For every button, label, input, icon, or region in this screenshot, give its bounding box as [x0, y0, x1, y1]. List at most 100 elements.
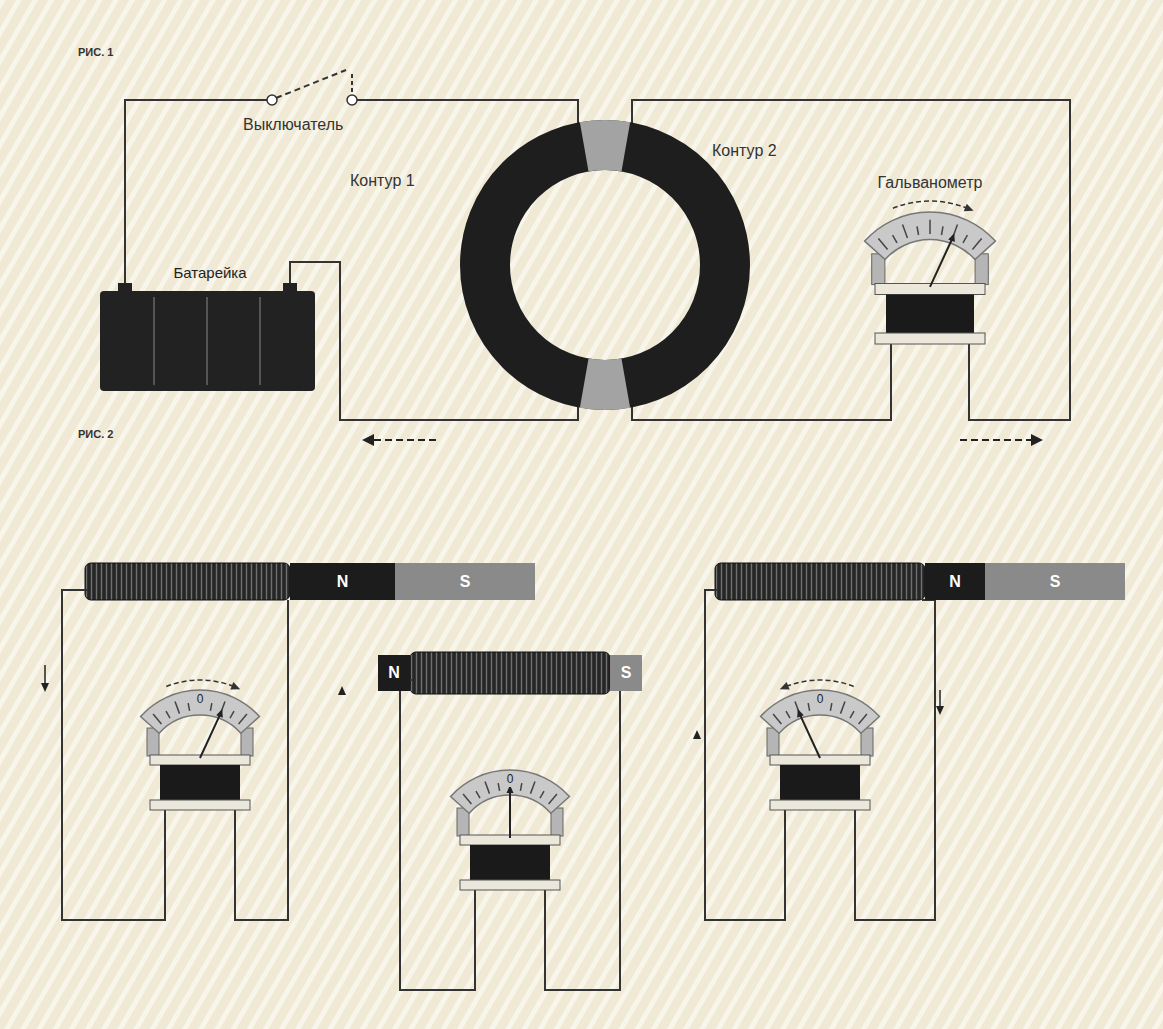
- arrowhead: [797, 709, 804, 718]
- gauge-tick: [166, 711, 170, 718]
- gauge-tick: [903, 225, 908, 238]
- switch-symbol: [267, 70, 357, 105]
- switch-lever: [276, 70, 346, 98]
- pole-label: N: [290, 563, 395, 600]
- bar-magnet: NS: [378, 655, 642, 691]
- galvanometer-drawing: [141, 680, 260, 810]
- gauge-tick: [859, 714, 867, 724]
- gauge-tick: [188, 703, 189, 711]
- galvanometer-drawing: [865, 201, 996, 344]
- gauge-tick: [893, 235, 897, 243]
- gauge-tick: [850, 711, 854, 718]
- battery-cell: [206, 297, 208, 385]
- scale-zero: 0: [505, 773, 516, 787]
- battery: Батарейка: [173, 264, 246, 281]
- bar-magnet: NS: [290, 563, 535, 600]
- gauge-tick: [153, 714, 161, 724]
- motion-arrow-line: [960, 439, 1032, 441]
- gauge-body: [780, 765, 860, 800]
- gauge-needle: [509, 790, 511, 838]
- gauge-tick: [239, 714, 247, 724]
- gauge-tick: [485, 781, 489, 793]
- arrowhead: [230, 682, 240, 689]
- galvanometer: 0: [195, 693, 206, 707]
- gauge-tick: [476, 791, 480, 798]
- label-holder: Контур 2: [712, 142, 777, 160]
- coil: [410, 652, 610, 694]
- gauge-tick: [549, 794, 557, 804]
- coil: [85, 563, 290, 600]
- current-arrow-line: [44, 665, 46, 685]
- part-name: Выключатель: [243, 116, 343, 134]
- motion-arrow-line: [372, 439, 436, 441]
- gauge-tick: [773, 714, 781, 724]
- gauge-tick: [786, 711, 790, 718]
- gauge-tick: [210, 703, 211, 711]
- figure-number: РИС. 2: [78, 428, 113, 440]
- deflection-arrow: [786, 680, 853, 687]
- arrowhead: [936, 706, 944, 715]
- circuit-name: Контур 1: [350, 172, 415, 190]
- label-holder: РИС. 2: [78, 428, 113, 440]
- gauge-plate: [460, 880, 560, 890]
- switch-terminal: [267, 95, 277, 105]
- gauge-tick: [498, 783, 499, 791]
- gauge-tick: [540, 791, 544, 798]
- gauge-tick: [917, 226, 919, 235]
- arrowhead: [362, 434, 374, 446]
- deflection-arrow: [893, 201, 967, 208]
- gauge-needle: [200, 714, 221, 758]
- gauge-tick: [963, 235, 967, 243]
- toroid-band: [584, 383, 626, 385]
- switch-terminal: [347, 95, 357, 105]
- gauge-scale: [865, 212, 996, 260]
- part-name: Батарейка: [173, 264, 246, 281]
- gauge-tick: [531, 781, 535, 793]
- galvanometer: 0: [505, 773, 516, 787]
- gauge-tick: [929, 220, 931, 234]
- gauge-tick: [878, 238, 887, 249]
- gauge-scale: [761, 690, 880, 733]
- galvanometer: Гальванометр: [878, 174, 983, 192]
- galvanometer: 0: [815, 693, 826, 707]
- battery-cell: [153, 297, 155, 385]
- battery-body: [100, 291, 315, 391]
- arrowhead: [1031, 434, 1043, 446]
- scale-zero: 0: [195, 693, 206, 707]
- battery-symbol: [100, 283, 315, 391]
- gauge-tick: [230, 711, 234, 718]
- battery-cell: [259, 297, 261, 385]
- gauge-tick: [941, 226, 943, 235]
- label-holder: РИС. 1: [78, 46, 113, 58]
- arrowhead: [964, 204, 974, 211]
- gauge-plate: [150, 800, 250, 810]
- deflection-arrow: [166, 680, 233, 687]
- scale-zero: 0: [815, 693, 826, 707]
- arrowhead: [216, 709, 223, 718]
- switch-lever: [351, 74, 353, 94]
- pole-label: N: [378, 655, 410, 691]
- gauge-tick: [175, 701, 179, 713]
- galvanometer-drawing: [451, 770, 570, 890]
- gauge-plate: [770, 800, 870, 810]
- gauge-body: [160, 765, 240, 800]
- figure-number: РИС. 1: [78, 46, 113, 58]
- toroid: [485, 145, 725, 385]
- pole-label: N: [925, 563, 985, 600]
- gauge-tick: [520, 783, 521, 791]
- pole-label: S: [610, 655, 642, 691]
- motion-arrow: [362, 434, 1043, 446]
- pole-label: S: [985, 563, 1125, 600]
- toroid-band: [584, 145, 626, 147]
- arrowhead: [693, 730, 701, 739]
- gauge-body: [886, 295, 974, 334]
- pole-label: S: [395, 563, 535, 600]
- label-holder: Контур 1: [350, 172, 415, 190]
- galvanometers: [141, 201, 996, 890]
- wires: [62, 590, 935, 990]
- coil: [715, 563, 925, 600]
- current-arrow-line: [939, 690, 941, 708]
